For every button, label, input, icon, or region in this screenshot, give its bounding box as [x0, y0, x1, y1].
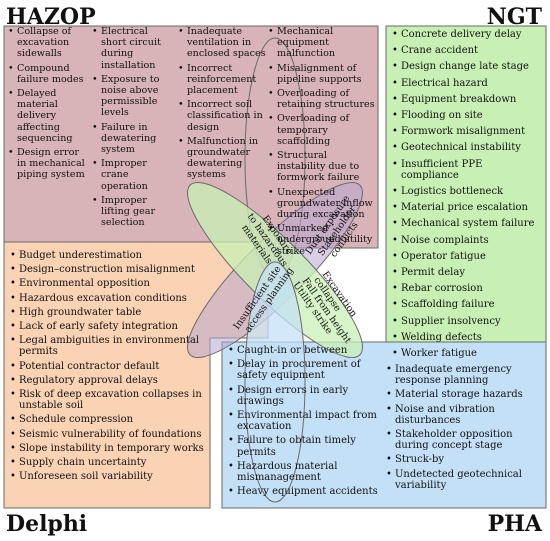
list-item: Unexpected groundwater inflow during exc…: [268, 187, 378, 221]
list-item: Structural instability due to formwork f…: [268, 150, 378, 184]
list-item: Slope instability in temporary works: [10, 443, 210, 454]
hazop-list-3: Inadequate ventilation in enclosed space…: [178, 26, 268, 184]
list-item: Unmarked underground utility strike: [268, 223, 378, 257]
list-item: Operator fatigue: [392, 251, 542, 262]
list-item: Unforeseen soil variability: [10, 471, 210, 482]
list-item: Material storage hazards: [386, 389, 536, 400]
list-item: Geotechnical instability: [392, 142, 542, 153]
list-item: Material price escalation: [392, 202, 542, 213]
list-item: Overloading of temporary scaffolding: [268, 113, 378, 147]
list-item: Formwork misalignment: [392, 126, 542, 137]
hazop-list-2: Electrical short circuit during installa…: [92, 26, 176, 231]
list-item: Electrical hazard: [392, 78, 542, 89]
list-item: Design errors in early drawings: [228, 385, 378, 407]
list-item: Design error in mechanical piping system: [8, 147, 90, 181]
list-item: Compound failure modes: [8, 63, 90, 85]
list-item: Environmental impact from excavation: [228, 410, 378, 432]
list-item: Stakeholder opposition during concept st…: [386, 429, 536, 451]
list-item: Legal ambiguities in environmental permi…: [10, 335, 210, 357]
list-item: Worker fatigue: [392, 348, 542, 359]
list-item: Welding defects: [392, 332, 542, 343]
list-item: Regulatory approval delays: [10, 375, 210, 386]
list-item: Mechanical equipment malfunction: [268, 26, 378, 60]
list-item: Failure to obtain timely permits: [228, 435, 378, 457]
list-item: Misalignment of pipeline supports: [268, 63, 378, 85]
list-item: Struck-by: [386, 454, 536, 465]
list-item: Incorrect reinforcement placement: [178, 63, 268, 97]
list-item: Electrical short circuit during installa…: [92, 26, 176, 71]
pha-list-1: Caught-in or between Delay in procuremen…: [228, 345, 378, 500]
delphi-list: Budget underestimation Design–constructi…: [10, 250, 210, 485]
list-item: Seismic vulnerability of foundations: [10, 429, 210, 440]
list-item: Logistics bottleneck: [392, 186, 542, 197]
list-item: Noise complaints: [392, 235, 542, 246]
list-item: Crane accident: [392, 45, 542, 56]
list-item: Potential contractor default: [10, 361, 210, 372]
hazop-list-1: Collapse of excavation sidewalls Compoun…: [8, 26, 90, 184]
list-item: Delay in procurement of safety equipment: [228, 359, 378, 381]
list-item: Lack of early safety integration: [10, 321, 210, 332]
list-item: Budget underestimation: [10, 250, 210, 261]
list-item: Insufficient PPE compliance: [392, 159, 542, 181]
list-item: Improper lifting gear selection: [92, 195, 176, 229]
list-item: Supplier insolvency: [392, 316, 542, 327]
list-item: Improper crane operation: [92, 158, 176, 192]
ngt-list: Concrete delivery delay Crane accident D…: [392, 29, 542, 364]
pha-list-2: Inadequate emergency response planning M…: [386, 364, 536, 494]
list-item: Mechanical system failure: [392, 218, 542, 229]
list-item: Rebar corrosion: [392, 283, 542, 294]
list-item: Inadequate ventilation in enclosed space…: [178, 26, 268, 60]
list-item: Supply chain uncertainty: [10, 457, 210, 468]
list-item: Incorrect soil classification in design: [178, 99, 268, 133]
pha-title: PHA: [487, 511, 542, 537]
list-item: Heavy equipment accidents: [228, 486, 378, 497]
list-item: Malfunction in groundwater dewatering sy…: [178, 136, 268, 181]
list-item: Collapse of excavation sidewalls: [8, 26, 90, 60]
list-item: Overloading of retaining structures: [268, 88, 378, 110]
list-item: Caught-in or between: [228, 345, 378, 356]
list-item: Scaffolding failure: [392, 299, 542, 310]
list-item: Concrete delivery delay: [392, 29, 542, 40]
ngt-title: NGT: [486, 4, 542, 30]
list-item: Risk of deep excavation collapses in uns…: [10, 389, 210, 411]
list-item: Schedule compression: [10, 414, 210, 425]
list-item: Exposure to noise above permissible leve…: [92, 74, 176, 119]
list-item: Hazardous excavation conditions: [10, 293, 210, 304]
list-item: Noise and vibration disturbances: [386, 404, 536, 426]
list-item: Design–construction misalignment: [10, 264, 210, 275]
list-item: Permit delay: [392, 267, 542, 278]
list-item: Flooding on site: [392, 110, 542, 121]
list-item: Inadequate emergency response planning: [386, 364, 536, 386]
delphi-title: Delphi: [6, 511, 88, 537]
list-item: Hazardous material mismanagement: [228, 461, 378, 483]
list-item: Delayed material delivery affecting sequ…: [8, 88, 90, 144]
list-item: Design change late stage: [392, 61, 542, 72]
list-item: Undetected geotechnical variability: [386, 469, 536, 491]
list-item: Equipment breakdown: [392, 94, 542, 105]
hazop-list-4: Mechanical equipment malfunction Misalig…: [268, 26, 378, 260]
list-item: High groundwater table: [10, 307, 210, 318]
list-item: Failure in dewatering system: [92, 122, 176, 156]
list-item: Environmental opposition: [10, 278, 210, 289]
